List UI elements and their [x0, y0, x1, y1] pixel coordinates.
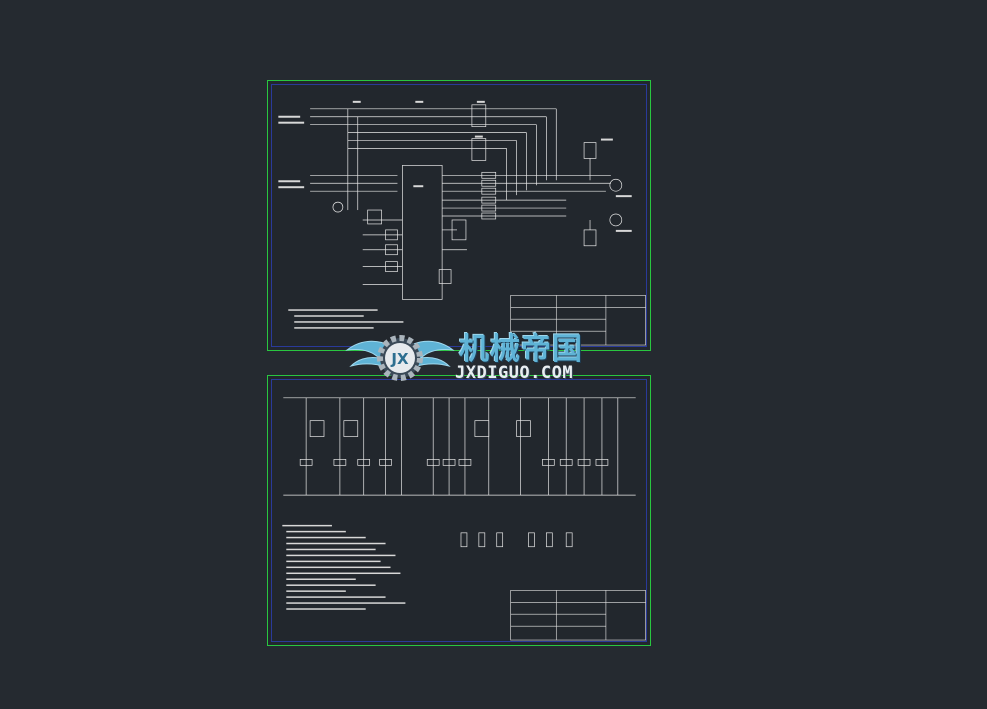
drawing-sheet-control-circuit [267, 375, 651, 646]
watermark-title: 机械帝国 [459, 332, 583, 367]
inner-frame [271, 379, 647, 642]
inner-frame [271, 84, 647, 347]
logo-letters: JX [390, 350, 409, 368]
gear-wings-logo-icon: JX [345, 335, 455, 381]
watermark: JX 机械帝国 JXDIGUO.COM [345, 322, 645, 388]
watermark-subtitle: JXDIGUO.COM [455, 363, 574, 383]
drawing-sheet-main-circuit [267, 80, 651, 351]
control-circuit-schematic [282, 397, 646, 641]
main-circuit-schematic [278, 100, 646, 346]
